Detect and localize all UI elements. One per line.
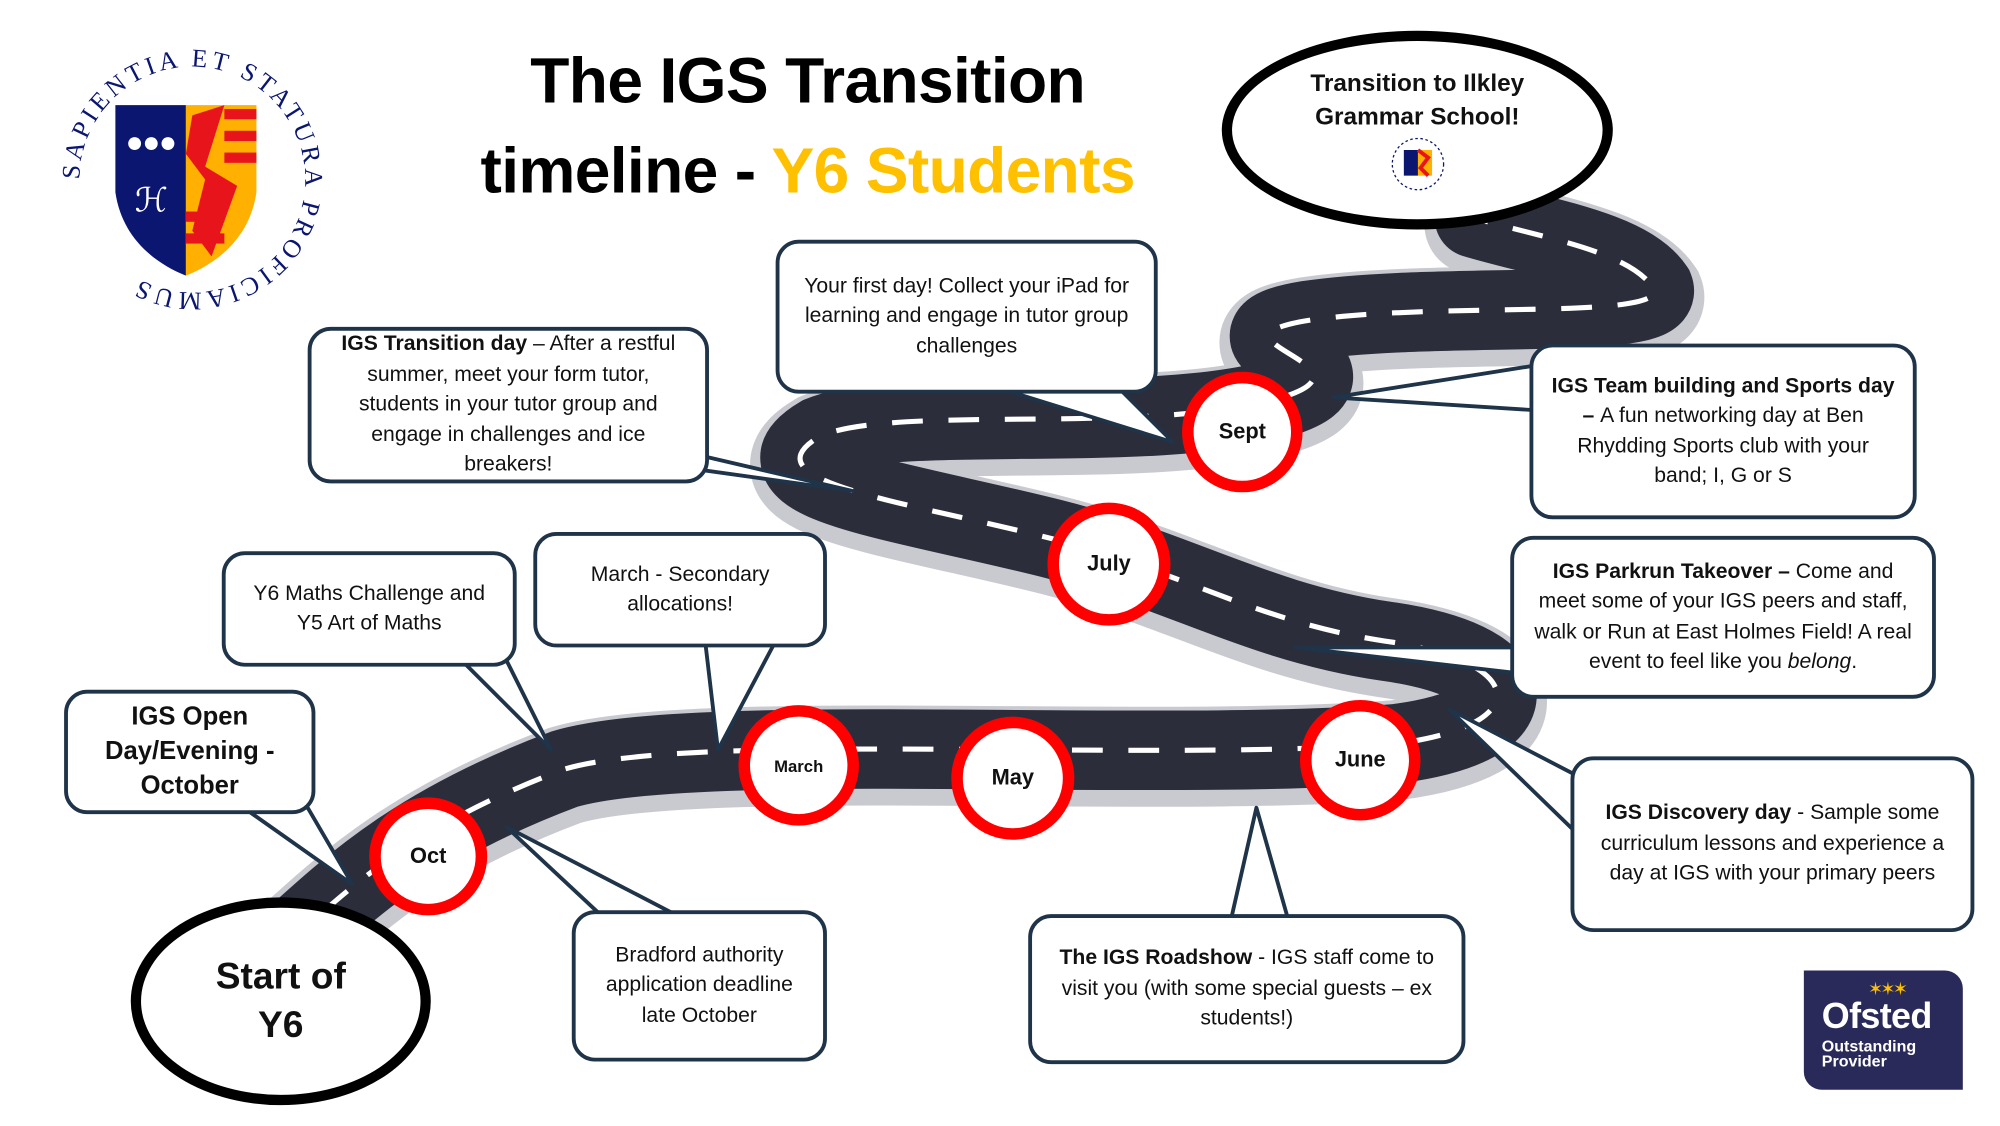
- finish-line-2: Grammar School!: [1315, 103, 1520, 131]
- stars-icon: ✶✶✶: [1867, 978, 1908, 999]
- start-line-1: Start of: [215, 956, 346, 998]
- event-text: March - Secondary allocations!: [590, 562, 770, 616]
- event-title: The IGS Roadshow: [1059, 946, 1253, 970]
- title-line-2: timeline - Y6 Students: [423, 126, 1192, 216]
- event-body: - IGS staff come to visit you (with some…: [1061, 946, 1435, 1030]
- milestone-label: May: [991, 765, 1035, 790]
- title-highlight: Y6 Students: [771, 134, 1135, 207]
- event-text: IGS Transition day – After a restful sum…: [327, 330, 690, 481]
- milestone-label: July: [1087, 551, 1131, 576]
- milestone-label: Sept: [1218, 419, 1266, 444]
- finish-oval: Transition to Ilkley Grammar School!: [1221, 30, 1613, 230]
- milestone-label: June: [1334, 747, 1386, 772]
- event-text: IGS Open Day/Evening - October: [104, 702, 275, 800]
- event-body: Come and meet some of your IGS peers and…: [1534, 559, 1912, 674]
- event-body: - Sample some curriculum lessons and exp…: [1600, 801, 1945, 885]
- event-maths: Y6 Maths Challenge and Y5 Art of Maths: [221, 551, 517, 667]
- event-discovery-day: IGS Discovery day - Sample some curricul…: [1570, 756, 1975, 933]
- milestone-june: June: [1299, 699, 1421, 821]
- event-body: A fun networking day at Ben Rhydding Spo…: [1577, 403, 1869, 488]
- event-text: Bradford authority application deadline …: [605, 943, 793, 1027]
- event-text: IGS Discovery day - Sample some curricul…: [1590, 799, 1955, 889]
- start-line-2: Y6: [258, 1005, 304, 1047]
- event-text: IGS Parkrun Takeover – Come and meet som…: [1529, 557, 1916, 678]
- small-crest-icon: [1391, 137, 1444, 190]
- start-oval: Start of Y6: [130, 897, 431, 1106]
- event-parkrun: IGS Parkrun Takeover – Come and meet som…: [1510, 535, 1936, 699]
- milestone-label: Oct: [410, 843, 447, 868]
- title-prefix: timeline -: [480, 134, 772, 207]
- school-crest-logo: ℋ SAPIENTIA ET STATURA PROFICIAMUS: [56, 43, 324, 315]
- event-title: IGS Parkrun Takeover –: [1552, 559, 1796, 583]
- event-text: The IGS Roadshow - IGS staff come to vis…: [1047, 944, 1446, 1034]
- event-end: .: [1851, 649, 1858, 674]
- title-line-1: The IGS Transition: [530, 44, 1086, 117]
- event-text: IGS Team building and Sports day – A fun…: [1549, 371, 1898, 492]
- ofsted-name: Ofsted: [1821, 996, 1932, 1036]
- event-body: – After a restful summer, meet your form…: [358, 332, 676, 476]
- event-march-allocations: March - Secondary allocations!: [533, 532, 827, 648]
- milestone-july: July: [1047, 502, 1171, 626]
- event-title: IGS Team building and Sports day –: [1551, 373, 1895, 427]
- event-text: Y6 Maths Challenge and Y5 Art of Maths: [253, 581, 486, 635]
- svg-text:ℋ: ℋ: [135, 181, 168, 220]
- event-title: IGS Transition day: [341, 332, 528, 356]
- ofsted-line-2: Provider: [1821, 1052, 1887, 1071]
- milestone-label: March: [774, 755, 824, 775]
- ofsted-line-1: Outstanding: [1821, 1037, 1917, 1056]
- event-title: IGS Discovery day: [1605, 801, 1792, 825]
- milestone-march: March: [738, 705, 859, 826]
- event-bradford-deadline: Bradford authority application deadline …: [571, 910, 827, 1062]
- event-emphasis: belong: [1787, 649, 1852, 674]
- milestone-sept: Sept: [1182, 371, 1303, 493]
- event-roadshow: The IGS Roadshow - IGS staff come to vis…: [1028, 914, 1466, 1065]
- event-text: Your first day! Collect your iPad for le…: [804, 274, 1130, 358]
- finish-line-1: Transition to Ilkley: [1310, 69, 1525, 97]
- milestone-may: May: [951, 716, 1075, 840]
- event-team-building: IGS Team building and Sports day – A fun…: [1529, 343, 1917, 520]
- milestone-oct: Oct: [369, 797, 488, 916]
- page-title: The IGS Transition timeline - Y6 Student…: [423, 36, 1192, 215]
- event-transition-day: IGS Transition day – After a restful sum…: [307, 326, 709, 484]
- event-first-day: Your first day! Collect your iPad for le…: [775, 239, 1158, 394]
- event-open-day: IGS Open Day/Evening - October: [64, 689, 316, 815]
